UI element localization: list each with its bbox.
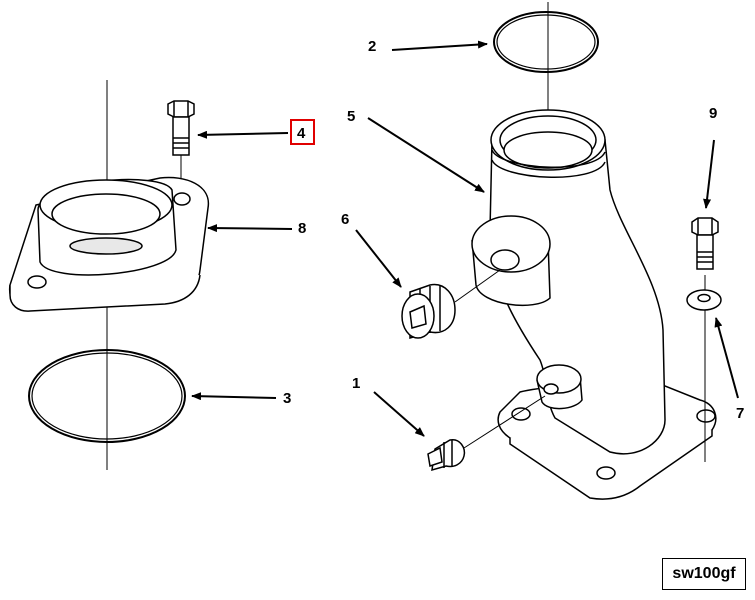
part-1-small-plug[interactable] <box>427 395 546 472</box>
callout-1[interactable]: 1 <box>352 375 360 392</box>
callout-8[interactable]: 8 <box>298 220 306 237</box>
leader-arrow-9 <box>703 139 715 209</box>
callout-4[interactable]: 4 <box>297 125 306 142</box>
callout-7[interactable]: 7 <box>736 405 744 422</box>
part-2-o-ring[interactable] <box>493 11 599 73</box>
leader-arrow-4 <box>197 130 289 139</box>
callout-9[interactable]: 9 <box>709 105 717 122</box>
part-3-o-ring[interactable] <box>28 349 186 443</box>
callout-3[interactable]: 3 <box>283 390 291 407</box>
part-9-bolt[interactable] <box>691 217 719 270</box>
part-8-flange[interactable] <box>8 176 209 312</box>
callout-2[interactable]: 2 <box>368 38 376 55</box>
leader-arrow-1 <box>373 391 425 437</box>
callout-5[interactable]: 5 <box>347 108 355 125</box>
leader-arrow-6 <box>355 229 402 288</box>
leader-arrow-2 <box>391 40 488 51</box>
part-5-pipe-body[interactable] <box>471 109 717 500</box>
part-6-plug[interactable] <box>401 269 501 340</box>
callout-6[interactable]: 6 <box>341 211 349 228</box>
highlight-box <box>290 119 315 145</box>
part-7-washer[interactable] <box>686 289 722 311</box>
leader-arrow-7 <box>714 317 739 399</box>
leader-arrow-8 <box>207 224 293 233</box>
reference-code-label: sw100gf <box>662 558 746 590</box>
leader-arrow-3 <box>191 392 277 401</box>
leader-arrow-5 <box>367 117 485 193</box>
